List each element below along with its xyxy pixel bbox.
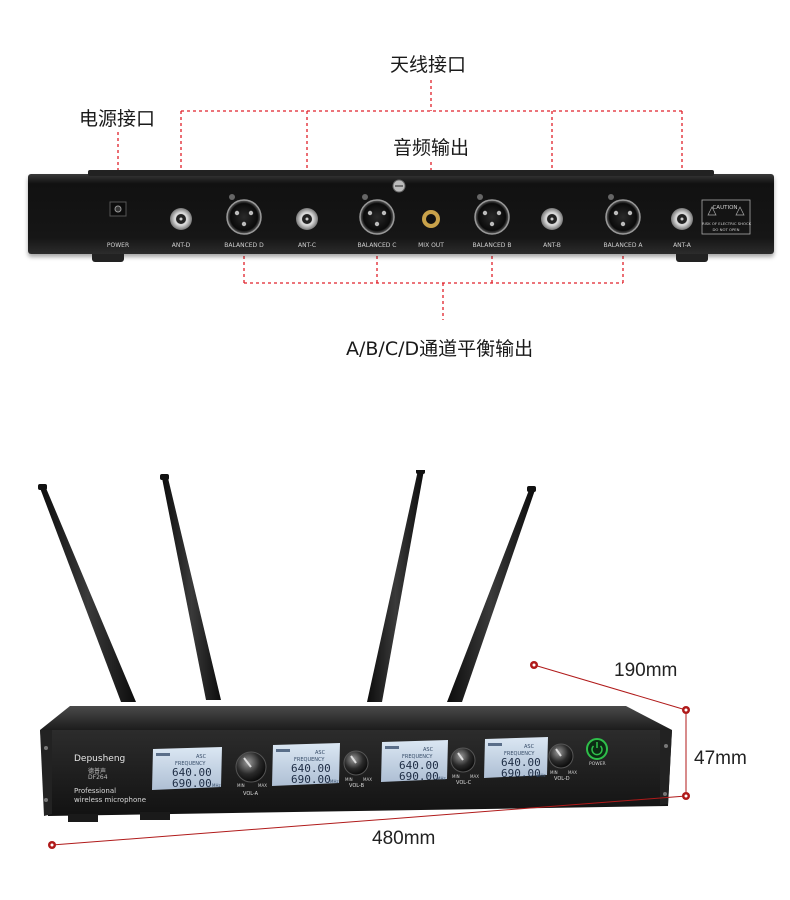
knob-b-max: MAX — [363, 777, 372, 782]
label-balanced-b: BALANCED B — [472, 242, 512, 249]
width-dimension: 480mm — [372, 828, 436, 849]
lcd-display-d — [484, 737, 548, 778]
lcd-d-mhz: MHz — [537, 773, 546, 778]
vol-d-label: VOL-D — [554, 776, 570, 782]
lcd-a-asc: ASC — [196, 754, 207, 760]
front-controls — [152, 737, 608, 790]
antenna-4 — [447, 486, 536, 702]
caution-warning-icon — [701, 199, 751, 235]
balanced-d-connector — [226, 194, 262, 235]
lcd-d-frequency-label: FREQUENCY — [504, 751, 535, 757]
label-ant-d: ANT-D — [171, 242, 191, 249]
dimension-lines — [48, 661, 690, 849]
lcd-b-mhz: MHz — [330, 779, 339, 784]
tagline-wireless: wireless microphone — [74, 796, 146, 804]
lcd-b-freq-bottom: 690.00 — [291, 773, 331, 786]
lcd-a-freq-bottom: 690.00 — [172, 777, 212, 790]
depth-dimension: 190mm — [614, 660, 678, 681]
ant-d-connector — [170, 208, 192, 230]
label-balanced-c: BALANCED C — [357, 242, 397, 249]
vol-b-label: VOL-B — [349, 783, 365, 789]
vol-a-label: VOL-A — [243, 791, 259, 797]
lcd-a-mhz: MHz — [212, 783, 221, 788]
height-dimension: 47mm — [694, 748, 747, 769]
lcd-d-freq-top: 640.00 — [501, 756, 541, 769]
balanced-b-connector — [474, 194, 510, 235]
lcd-c-freq-top: 640.00 — [399, 759, 439, 772]
label-ant-a: ANT-A — [673, 242, 691, 249]
power-button[interactable] — [586, 738, 608, 760]
volume-knob-d[interactable] — [548, 743, 574, 769]
label-balanced-d: BALANCED D — [224, 242, 264, 249]
lcd-d-asc: ASC — [524, 744, 535, 750]
knob-a-min: MIN — [237, 783, 245, 788]
label-ant-c: ANT-C — [297, 242, 317, 249]
lcd-b-freq-top: 640.00 — [291, 762, 331, 775]
knob-c-min: MIN — [452, 774, 460, 779]
lcd-a-freq-top: 640.00 — [172, 766, 212, 779]
knob-b-min: MIN — [345, 777, 353, 782]
label-balanced-a: BALANCED A — [603, 242, 643, 249]
model-number: DF264 — [88, 774, 108, 781]
rear-foot-right — [676, 254, 708, 262]
volume-knob-a[interactable] — [235, 751, 267, 783]
antenna-callout-label: 天线接口 — [390, 54, 467, 76]
lcd-c-asc: ASC — [423, 747, 434, 753]
knob-d-min: MIN — [550, 770, 558, 775]
label-ant-b: ANT-B — [543, 242, 561, 249]
lcd-b-frequency-label: FREQUENCY — [294, 757, 325, 763]
label-mix-out: MIX OUT — [418, 242, 444, 249]
knob-c-max: MAX — [470, 774, 479, 779]
lcd-d-freq-bottom: 690.00 — [501, 767, 541, 780]
power-button-label: POWER — [589, 762, 606, 767]
volume-knob-c[interactable] — [450, 747, 476, 773]
mix-out-jack — [422, 210, 440, 228]
lcd-display-a — [152, 747, 222, 790]
balanced-c-connector — [359, 194, 395, 235]
ant-b-connector — [541, 208, 563, 230]
tagline-professional: Professional — [74, 787, 117, 795]
label-power: POWER — [106, 242, 130, 249]
power-socket — [109, 201, 127, 217]
balanced-out-callout-label: A/B/C/D通道平衡输出 — [346, 338, 534, 360]
knob-d-max: MAX — [568, 770, 577, 775]
ant-c-connector — [296, 208, 318, 230]
balanced-a-connector — [605, 194, 641, 235]
lcd-c-mhz: MHz — [437, 776, 446, 781]
ant-a-connector — [671, 208, 693, 230]
antenna-3 — [367, 470, 425, 702]
brand-name-cn: 德普声 — [88, 768, 107, 775]
label-caution-line1: RISK OF ELECTRIC SHOCK — [702, 221, 752, 226]
rear-foot-left — [92, 254, 124, 262]
volume-knob-b[interactable] — [343, 750, 369, 776]
lcd-c-freq-bottom: 690.00 — [399, 770, 439, 783]
lcd-a-frequency-label: FREQUENCY — [175, 761, 206, 767]
lcd-display-c — [381, 740, 448, 782]
lcd-display-b — [272, 743, 340, 786]
lcd-b-asc: ASC — [315, 750, 326, 756]
knob-a-max: MAX — [258, 783, 267, 788]
label-caution: CAUTION — [712, 205, 738, 211]
power-callout-label: 电源接口 — [79, 108, 156, 130]
antenna-1 — [38, 484, 136, 702]
audio-out-callout-label: 音频输出 — [393, 137, 470, 159]
brand-name: Depusheng — [74, 754, 126, 764]
label-caution-line2: DO NOT OPEN — [712, 227, 740, 232]
lcd-c-frequency-label: FREQUENCY — [402, 754, 433, 760]
vol-c-label: VOL-C — [456, 780, 472, 786]
rear-connectors — [109, 179, 751, 235]
antennas — [38, 470, 536, 702]
antenna-2 — [160, 474, 221, 700]
